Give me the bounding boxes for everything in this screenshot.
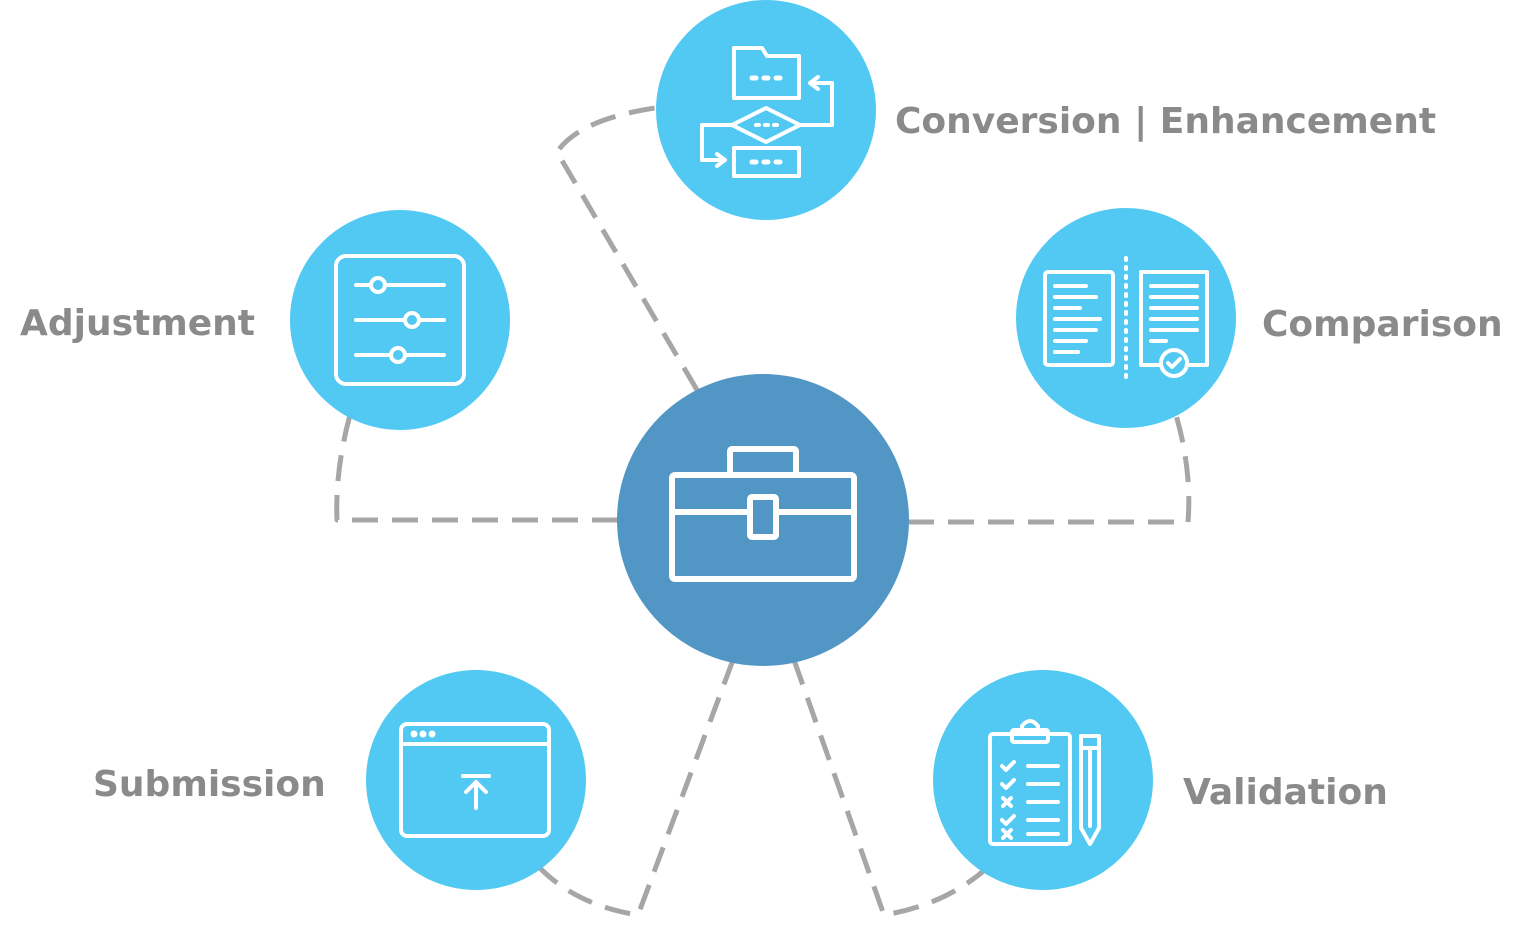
compare-documents-icon — [1043, 256, 1209, 384]
connector-adjustment — [334, 414, 618, 523]
node-comparison — [1016, 208, 1236, 428]
connector-conversion — [554, 104, 700, 392]
upload-window-icon — [399, 722, 551, 838]
hub-circle — [617, 374, 909, 666]
submission-label: Submission — [93, 764, 326, 805]
toolbox-icon — [669, 446, 857, 582]
validation-label: Validation — [1183, 772, 1388, 813]
sliders-icon — [334, 254, 466, 386]
connector-comparison — [908, 414, 1192, 525]
validation-circle — [933, 670, 1153, 890]
connector-submission — [536, 659, 736, 918]
flowchart-icon — [700, 46, 834, 178]
node-conversion — [656, 0, 876, 220]
adjustment-label: Adjustment — [20, 303, 256, 344]
checklist-icon — [988, 719, 1101, 846]
node-submission — [366, 670, 586, 890]
connector-validation — [791, 659, 989, 918]
hub-node — [617, 374, 909, 666]
comparison-circle — [1016, 208, 1236, 428]
node-adjustment — [290, 210, 510, 430]
conversion-label: Conversion | Enhancement — [895, 101, 1437, 142]
node-validation — [933, 670, 1153, 890]
connectors — [334, 104, 1192, 918]
comparison-label: Comparison — [1262, 304, 1503, 345]
